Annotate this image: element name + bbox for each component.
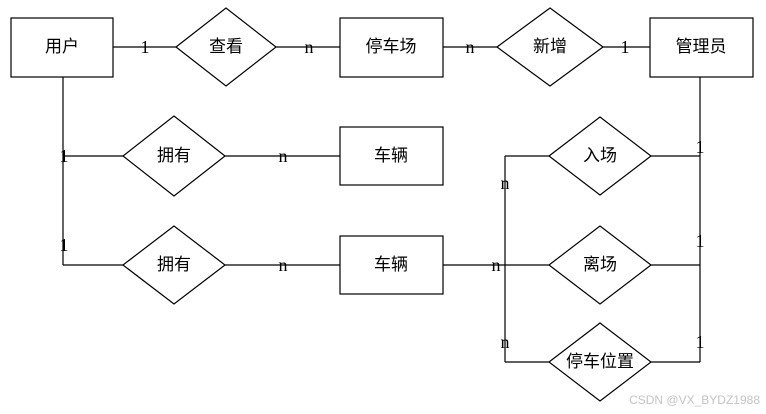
relationship-own-1-label: 拥有 <box>157 146 191 166</box>
entity-vehicle-1-label: 车辆 <box>374 146 408 166</box>
card-own2-vehicle: n <box>279 255 288 275</box>
card-enter-left: n <box>501 173 510 193</box>
card-spot-admin: 1 <box>696 332 705 352</box>
card-lot-add: n <box>466 37 475 57</box>
card-user-own2: 1 <box>60 235 69 255</box>
relationship-parking-spot: 停车位置 <box>548 322 652 402</box>
relationship-own-1: 拥有 <box>122 115 226 197</box>
card-user-view: 1 <box>141 37 150 57</box>
card-view-lot: n <box>305 37 314 57</box>
relationship-enter-label: 入场 <box>583 146 617 166</box>
connectors <box>62 46 701 363</box>
entity-parking-lot-label: 停车场 <box>366 37 417 57</box>
entity-user: 用户 <box>10 17 114 78</box>
card-user-own1: 1 <box>60 146 69 166</box>
card-own1-vehicle: n <box>279 146 288 166</box>
relationship-leave: 离场 <box>548 225 652 305</box>
card-enter-admin: 1 <box>696 137 705 157</box>
entity-admin: 管理员 <box>649 17 754 78</box>
card-vehicle-junction: n <box>492 255 501 275</box>
relationship-view: 查看 <box>175 7 277 87</box>
relationship-add: 新增 <box>495 7 605 87</box>
relationship-parking-spot-label: 停车位置 <box>566 352 634 372</box>
relationship-add-label: 新增 <box>533 37 567 57</box>
entity-vehicle-2: 车辆 <box>339 235 444 295</box>
relationship-leave-label: 离场 <box>583 255 617 275</box>
relationship-enter: 入场 <box>548 116 652 196</box>
card-leave-admin: 1 <box>696 231 705 251</box>
relationship-own-2: 拥有 <box>122 225 226 305</box>
entity-vehicle-1: 车辆 <box>339 126 444 186</box>
relationship-view-label: 查看 <box>209 37 243 57</box>
relationship-own-2-label: 拥有 <box>157 255 191 275</box>
card-add-admin: 1 <box>621 37 630 57</box>
entity-vehicle-2-label: 车辆 <box>374 255 408 275</box>
entity-parking-lot: 停车场 <box>339 17 444 78</box>
cardinalities: 1 n n 1 1 n 1 n n n 1 1 n 1 <box>60 37 705 352</box>
card-spot-left: n <box>501 332 510 352</box>
entity-user-label: 用户 <box>45 37 79 57</box>
entity-admin-label: 管理员 <box>676 37 727 57</box>
watermark: CSDN @VX_BYDZ1988 <box>629 393 760 407</box>
